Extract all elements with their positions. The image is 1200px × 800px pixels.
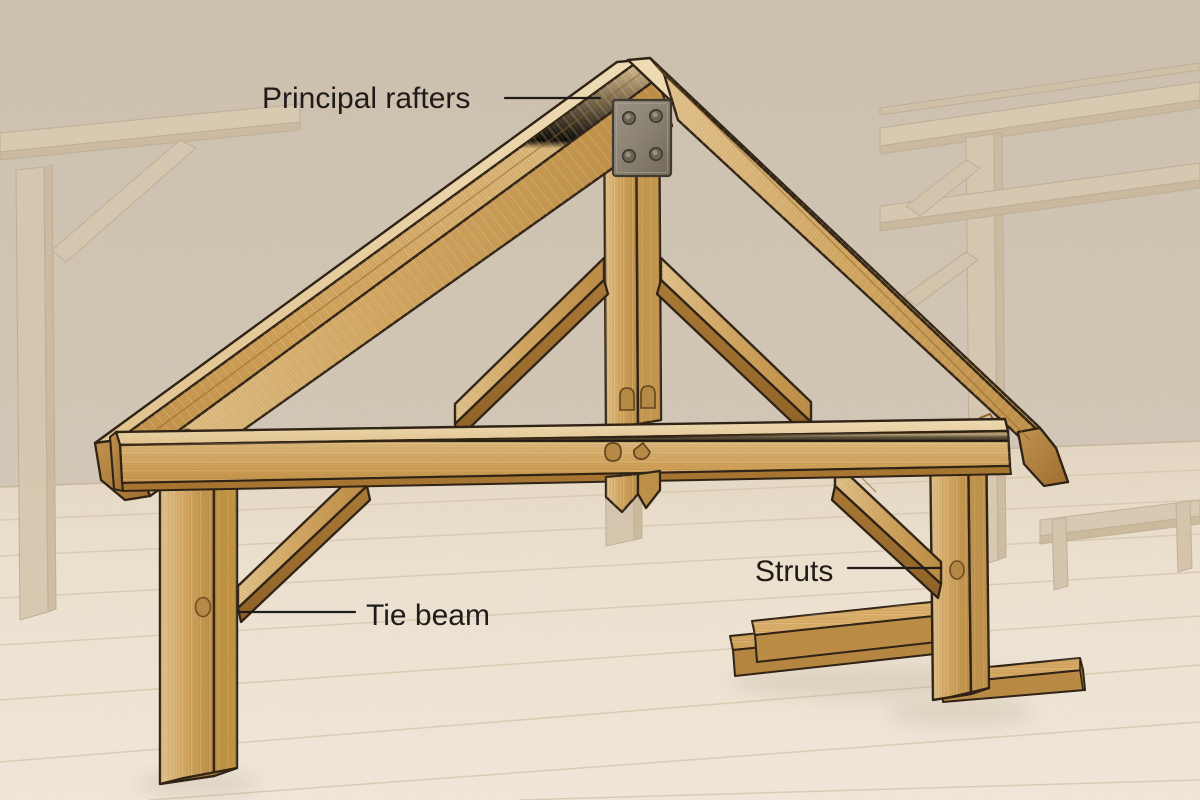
apex-metal-plate: [611, 98, 673, 178]
label-struts: Struts: [755, 555, 833, 588]
peg-right-post: [949, 560, 965, 580]
left-post: [158, 441, 239, 786]
peg-tiebeam-a: [604, 442, 622, 462]
label-tie-beam: Tie beam: [366, 599, 490, 632]
peg-kingpost-a: [619, 387, 635, 411]
peg-left-post: [194, 596, 212, 618]
label-principal-rafters: Principal rafters: [262, 82, 470, 115]
peg-kingpost-b: [640, 385, 656, 409]
